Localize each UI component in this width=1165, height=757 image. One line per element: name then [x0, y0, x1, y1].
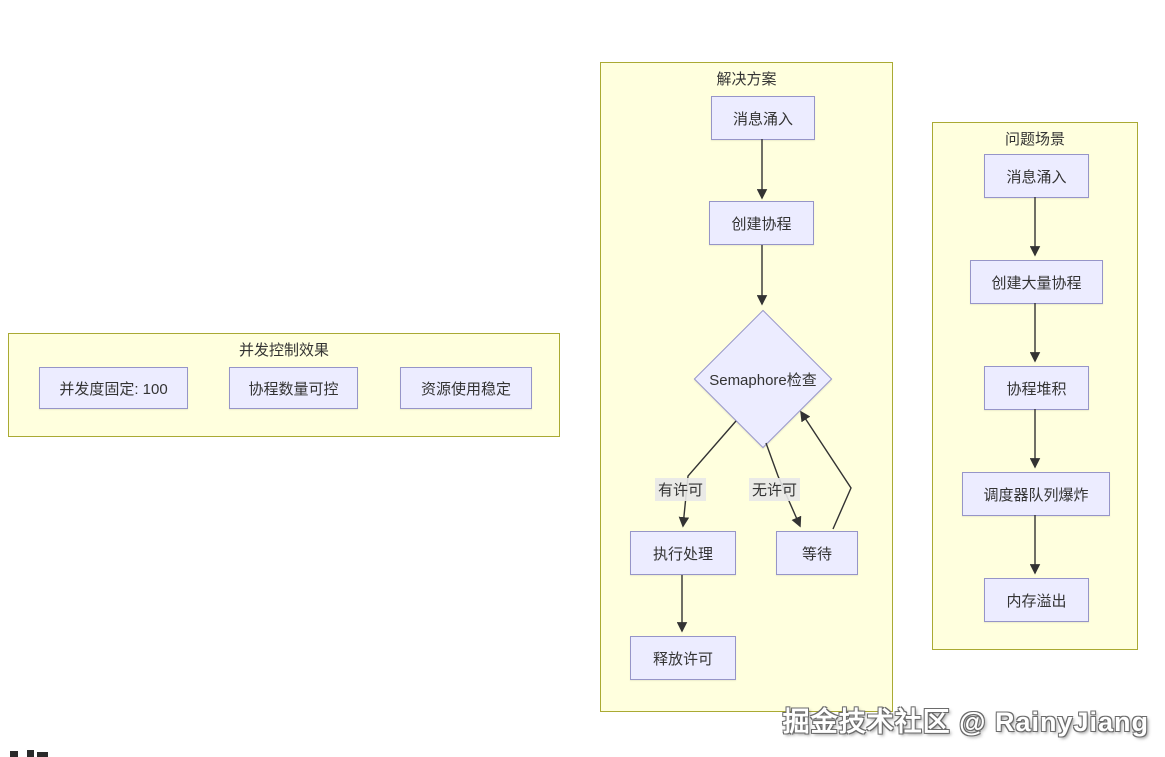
cluster-solution: 解决方案 消息涌入 创建协程 Semaphore检查 执行处理 等待 释放许可 [600, 62, 893, 712]
cluster-concurrency-effects: 并发控制效果 并发度固定: 100 协程数量可控 资源使用稳定 [8, 333, 560, 437]
node-wait: 等待 [776, 531, 858, 575]
cluster-title-effects: 并发控制效果 [238, 342, 329, 359]
node-label: 资源使用稳定 [420, 380, 511, 398]
node-label: 创建协程 [731, 215, 792, 233]
clipped-text-artifact [10, 751, 18, 757]
edge-label-has-permit: 有许可 [655, 478, 707, 501]
node-label: 协程堆积 [1006, 380, 1067, 398]
node-coroutine-pileup: 协程堆积 [984, 366, 1089, 410]
edge-label-no-permit: 无许可 [749, 478, 801, 501]
node-label: 执行处理 [652, 545, 713, 563]
watermark-text: 掘金技术社区 @ RainyJiang [782, 707, 1149, 737]
node-label: 内存溢出 [1006, 592, 1067, 610]
node-label: 消息涌入 [732, 110, 793, 128]
node-memory-overflow: 内存溢出 [984, 578, 1089, 622]
node-scheduler-queue-explosion: 调度器队列爆炸 [962, 472, 1110, 516]
node-fixed-concurrency: 并发度固定: 100 [39, 367, 188, 409]
node-message-influx-problem: 消息涌入 [984, 154, 1089, 198]
cluster-title-solution: 解决方案 [716, 71, 777, 88]
node-semaphore-check-label: Semaphore检查 [709, 372, 817, 389]
node-create-coroutine: 创建协程 [709, 201, 814, 245]
node-controllable-coroutine-count: 协程数量可控 [229, 367, 358, 409]
node-label: 释放许可 [652, 650, 713, 668]
clipped-text-artifact [27, 750, 34, 757]
clipped-text-artifact [37, 752, 48, 757]
node-label: 调度器队列爆炸 [983, 486, 1089, 504]
cluster-title-problem: 问题场景 [1004, 131, 1065, 148]
node-label: 协程数量可控 [248, 380, 339, 398]
node-create-many-coroutines: 创建大量协程 [970, 260, 1103, 304]
cluster-problem-scenario: 问题场景 消息涌入 创建大量协程 协程堆积 调度器队列爆炸 内存溢出 [932, 122, 1138, 650]
node-stable-resource-usage: 资源使用稳定 [400, 367, 532, 409]
node-label: 创建大量协程 [991, 274, 1082, 292]
node-label: 等待 [801, 545, 832, 563]
node-execute-processing: 执行处理 [630, 531, 736, 575]
node-release-permit: 释放许可 [630, 636, 736, 680]
node-label: 消息涌入 [1006, 168, 1067, 186]
node-message-influx: 消息涌入 [711, 96, 815, 140]
node-label: 并发度固定: 100 [59, 380, 168, 398]
